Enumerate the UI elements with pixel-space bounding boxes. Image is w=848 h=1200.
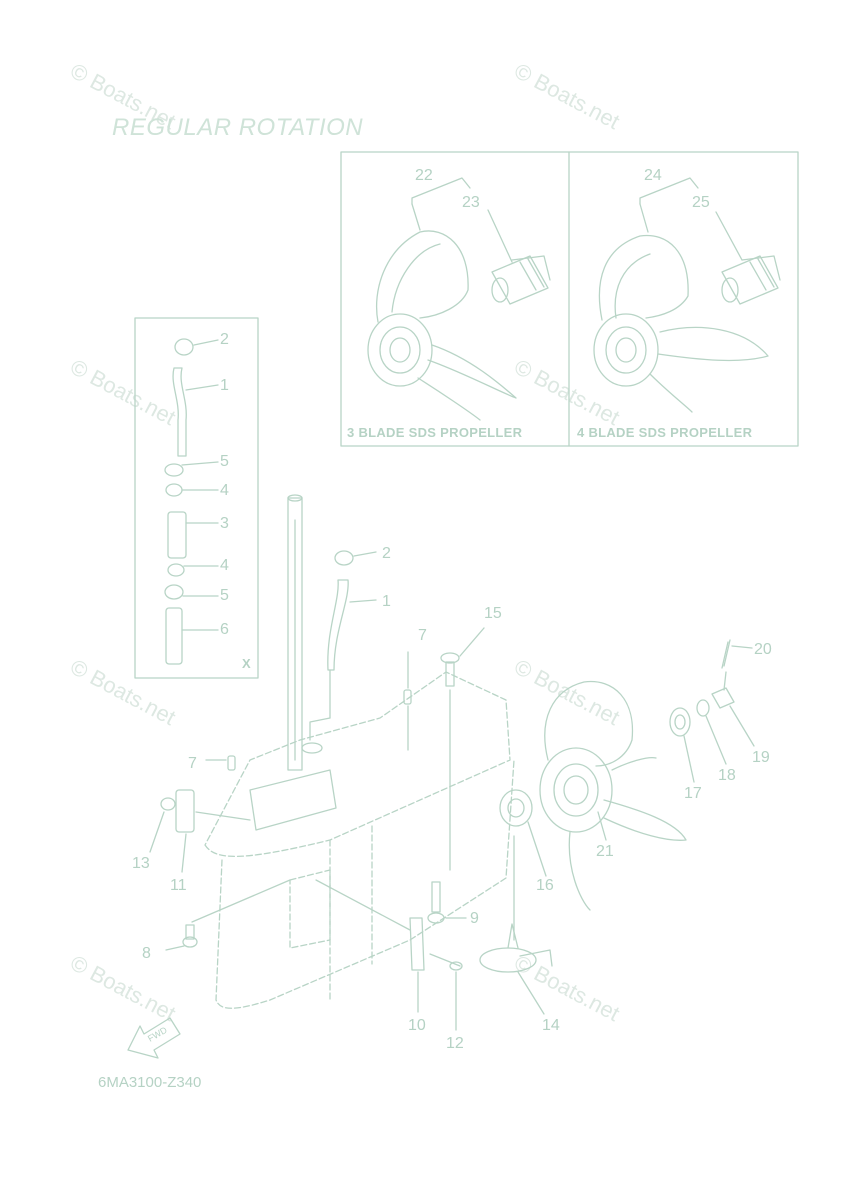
callout-20: 20 — [754, 641, 772, 658]
callout-9: 9 — [470, 910, 479, 927]
callout-11: 11 — [170, 877, 187, 894]
three-blade-label: 3 BLADE SDS PROPELLER — [347, 425, 523, 440]
callout-5-inset: 5 — [220, 453, 229, 470]
callout-1-inset: 1 — [220, 377, 229, 394]
hub-kit-25 — [721, 255, 781, 305]
callout-7a: 7 — [418, 627, 427, 644]
callout-17: 17 — [684, 785, 702, 802]
callout-4-inset: 4 — [220, 482, 229, 499]
callout-1: 1 — [382, 593, 391, 610]
diagram-title: REGULAR ROTATION — [112, 114, 364, 141]
hub-kit-23 — [491, 255, 551, 305]
callout-15: 15 — [484, 605, 502, 622]
callout-25: 25 — [692, 194, 710, 211]
callout-3-inset: 3 — [220, 515, 229, 532]
callout-7b: 7 — [188, 755, 197, 772]
callout-10: 10 — [408, 1017, 426, 1034]
inset-parts — [164, 338, 194, 665]
svg-text:FWD: FWD — [146, 1025, 169, 1044]
callout-16: 16 — [536, 877, 554, 894]
callout-2-inset: 2 — [220, 331, 229, 348]
callout-21: 21 — [596, 843, 614, 860]
callout-12: 12 — [446, 1035, 464, 1052]
four-blade-propeller — [593, 234, 769, 413]
trim-tab — [479, 923, 553, 973]
water-tube — [309, 550, 354, 741]
drive-shaft — [287, 494, 303, 771]
main-propeller — [539, 680, 687, 911]
inset-marker: X — [242, 656, 251, 671]
callout-13: 13 — [132, 855, 150, 872]
callout-6-inset: 6 — [220, 621, 229, 638]
callout-22: 22 — [415, 167, 433, 184]
callout-23: 23 — [462, 194, 480, 211]
callout-24: 24 — [644, 167, 662, 184]
three-blade-propeller — [367, 230, 517, 421]
callout-2: 2 — [382, 545, 391, 562]
inset-frame — [134, 317, 259, 679]
callout-5b-inset: 5 — [220, 587, 229, 604]
diagram-code: 6MA3100-Z340 — [98, 1074, 202, 1091]
callout-18: 18 — [718, 767, 736, 784]
callout-14: 14 — [542, 1017, 560, 1034]
callout-8: 8 — [142, 945, 151, 962]
forward-arrow-icon: FWD — [127, 1017, 181, 1059]
lower-unit-housing — [204, 671, 515, 1009]
callout-19: 19 — [752, 749, 770, 766]
four-blade-label: 4 BLADE SDS PROPELLER — [577, 425, 753, 440]
callout-4b-inset: 4 — [220, 557, 229, 574]
